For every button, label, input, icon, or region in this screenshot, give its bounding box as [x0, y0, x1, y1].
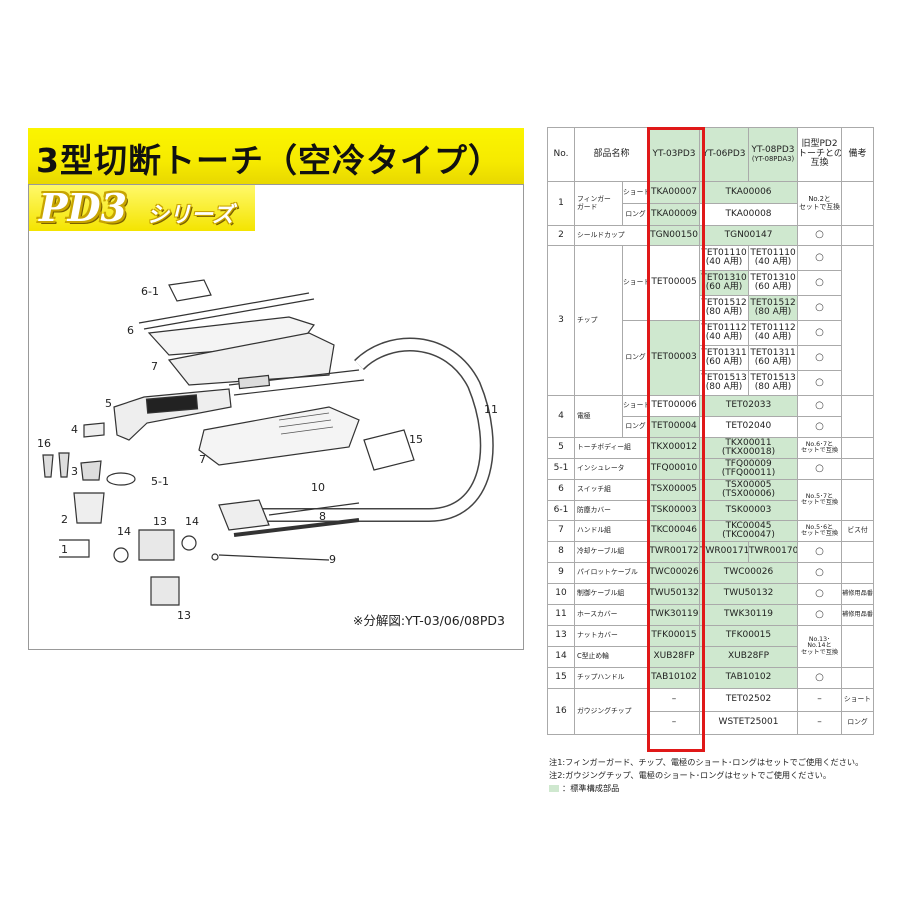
table-notes: 注1:フィンガーガード、チップ、電極のショート･ロングはセットでご使用ください。… — [549, 756, 863, 795]
note-2: 注2:ガウジングチップ、電極のショート･ロングはセットでご使用ください。 — [549, 770, 832, 780]
control-cable-10 — [218, 499, 270, 531]
table-row: TET01512(80 A用) TET01512(80 A用) ○ — [548, 295, 874, 321]
table-row: 7 ハンドル組 TKC00046 TKC00045(TKC00047) No.5… — [547, 520, 875, 542]
nut-cover-13 — [138, 529, 175, 561]
svg-text:6: 6 — [127, 324, 134, 337]
series-name: PD3 — [39, 185, 127, 230]
table-row: 9 パイロットケーブル TWC00026 TWC00026 ○ — [547, 562, 875, 584]
svg-text:8: 8 — [319, 510, 326, 523]
exploded-diagram: PD3 シリーズ — [28, 184, 524, 650]
table-row: 16 ガウジングチップ – TET02502 – ショート — [547, 688, 875, 735]
svg-text:7: 7 — [199, 453, 206, 466]
svg-text:5-1: 5-1 — [151, 475, 169, 488]
table-row: 8 冷却ケーブル組 TWR00172 TWR00171 TWR00170 ○ — [547, 541, 875, 563]
table-row: 2 シールドカップ TGN00150 TGN00147 ○ — [547, 225, 875, 246]
electrode-4 — [83, 422, 105, 438]
table-row: 10 制御ケーブル組 TWU50132 TWU50132 ○ 補修用品番 — [547, 583, 875, 605]
svg-text:7: 7 — [151, 360, 158, 373]
series-badge: PD3 シリーズ — [29, 185, 255, 231]
cooling-cable-8 — [233, 518, 360, 537]
header-yt06: YT-06PD3 — [699, 127, 750, 182]
parts-table: No. 部品名称 YT-03PD3 YT-06PD3 YT-08PD3 (YT-… — [547, 127, 875, 735]
handle-lower-7 — [198, 406, 360, 466]
torch-body-5 — [113, 388, 232, 441]
svg-text:14: 14 — [117, 525, 131, 538]
header-no: No. — [547, 127, 575, 182]
chip-handle-15 — [363, 429, 415, 471]
handle-upper-7 — [167, 332, 335, 386]
snap-ring-14-right — [181, 535, 197, 551]
pilot-cable-9 — [218, 554, 330, 561]
table-row: 14 C型止め輪 XUB28FP XUB28FP — [547, 646, 874, 668]
svg-text:10: 10 — [311, 481, 325, 494]
svg-text:14: 14 — [185, 515, 199, 528]
table-row: 3 チップ ショート TET00005 TET01110(40 A用) TET0… — [547, 245, 875, 396]
tip-3 — [80, 460, 102, 481]
legend: ：標準構成部品 — [549, 782, 863, 795]
table-row: 11 ホースカバー TWK30119 TWK30119 ○ 補修用品番 — [547, 604, 875, 626]
snap-ring-14-left — [113, 547, 129, 563]
svg-text:4: 4 — [71, 423, 78, 436]
svg-text:3: 3 — [71, 465, 78, 478]
header-remarks: 備考 — [841, 127, 875, 182]
svg-text:13: 13 — [153, 515, 167, 528]
svg-text:15: 15 — [409, 433, 423, 446]
note-1: 注1:フィンガーガード、チップ、電極のショート･ロングはセットでご使用ください。 — [549, 757, 864, 767]
table-row: TET01311(60 A用) TET01311(60 A用) ○ — [548, 345, 874, 371]
header-yt03: YT-03PD3 — [648, 127, 701, 182]
table-row: TET01310(60 A用) TET01310(60 A用) ○ — [548, 270, 874, 296]
svg-text:5: 5 — [105, 397, 112, 410]
svg-text:2: 2 — [61, 513, 68, 526]
legend-swatch — [549, 785, 559, 792]
table-header-row: No. 部品名称 YT-03PD3 YT-06PD3 YT-08PD3 (YT-… — [547, 127, 875, 182]
table-row: – WSTET25001 – ロング — [548, 711, 875, 735]
page-title: 3型切断トーチ（空冷タイプ） — [36, 141, 502, 180]
header-yt08: YT-08PD3 (YT-08PDA3) — [748, 127, 799, 182]
nut-cover-13b — [150, 576, 180, 606]
svg-text:13: 13 — [177, 609, 191, 622]
table-row: 6-1 防塵カバー TSK00003 TSK00003 — [547, 500, 874, 521]
insulator-5-1 — [106, 472, 136, 486]
torch-drawing: 6-1 6 7 5 4 16 3 5-1 7 2 1 14 13 14 13 1… — [37, 279, 498, 622]
header-name: 部品名称 — [573, 127, 650, 182]
table-row: 1 フィンガーガード ショート TKA00007 TKA00006 No.2とセ… — [547, 181, 875, 226]
table-row: 6 スイッチ組 TSX00005 TSX00005(TSX00006) No.5… — [547, 479, 875, 521]
series-suffix: シリーズ — [147, 203, 234, 228]
table-row: 5-1 インシュレータ TFQ00010 TFQ00009(TFQ00011) … — [547, 458, 875, 480]
dust-cover-6-1 — [168, 279, 212, 302]
svg-text:9: 9 — [329, 553, 336, 566]
shield-cup-2 — [73, 492, 105, 524]
table-row: 5 トーチボディー組 TKX00012 TKX00011(TKX00018) N… — [547, 437, 875, 459]
header-pd2-compat: 旧型PD2 トーチとの 互換 — [797, 127, 843, 182]
svg-text:6-1: 6-1 — [141, 285, 159, 298]
svg-text:1: 1 — [61, 543, 68, 556]
gouging-tips-16 — [42, 452, 70, 478]
table-row: 15 チップハンドル TAB10102 TAB10102 ○ — [547, 667, 875, 689]
table-row: 4 電極 ショート TET00006 TET02033 ○ — [547, 395, 875, 438]
finger-guard-1 — [59, 539, 90, 558]
svg-text:16: 16 — [37, 437, 51, 450]
diagram-caption: ※分解図:YT-03/06/08PD3 — [352, 613, 505, 628]
title-banner: 3型切断トーチ（空冷タイプ） — [28, 128, 524, 184]
table-row: 13 ナットカバー TFK00015 TFK00015 No.13･No.14と… — [547, 625, 875, 668]
svg-text:11: 11 — [484, 403, 498, 416]
